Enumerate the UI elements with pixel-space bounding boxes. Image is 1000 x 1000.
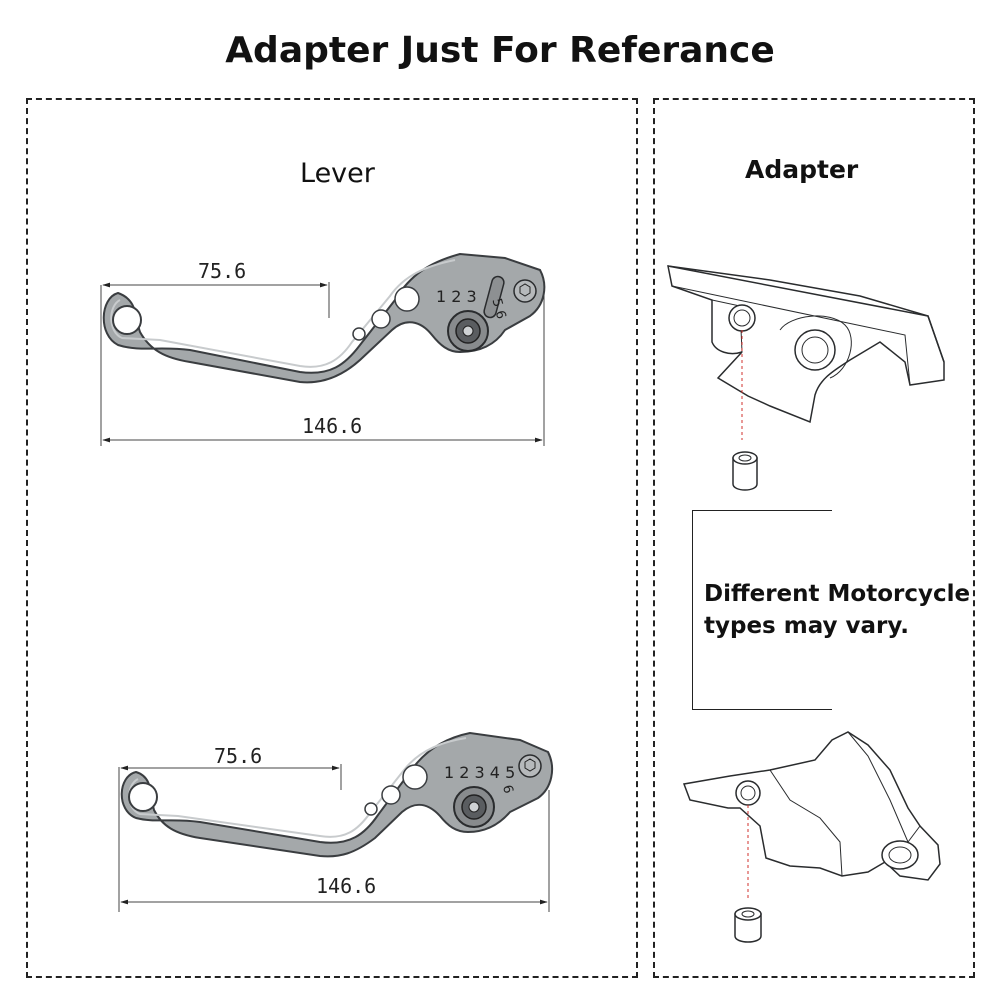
adapter-1 [667, 265, 945, 491]
short-dimension-label: 75.6 [214, 744, 262, 768]
long-dimension-label: 146.6 [316, 874, 376, 898]
adapter-panel [653, 98, 975, 978]
bushing [734, 913, 762, 943]
adjuster-digits: 1 2 3 [436, 287, 477, 306]
note-bracket [692, 510, 832, 710]
adjuster-digits: 1 2 3 4 5 [444, 763, 515, 782]
lever-panel [26, 98, 638, 978]
lever-heading: Lever [300, 158, 375, 189]
lever-1: 75.6 146.6 1 2 3 5 6 [100, 252, 546, 446]
long-dimension-label: 146.6 [302, 414, 362, 438]
short-dimension-label: 75.6 [198, 259, 246, 283]
adjuster-digits-extra: 5 6 [489, 297, 509, 321]
adapter-heading: Adapter [745, 155, 859, 184]
page-title: Adapter Just For Referance [225, 30, 775, 71]
lever-2: 75.6 146.6 1 2 3 4 5 6 [118, 731, 554, 912]
adjuster-digits-extra: 6 [499, 783, 516, 795]
bushing [732, 457, 758, 491]
variation-note: Different Motorcycle types may vary. [704, 581, 971, 639]
adapter-2 [682, 731, 941, 943]
